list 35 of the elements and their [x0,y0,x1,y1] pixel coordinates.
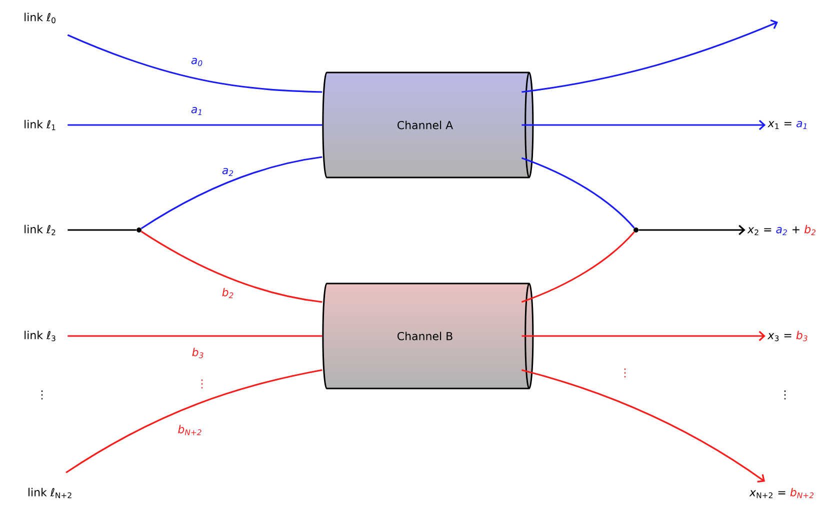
connector-line [68,229,136,231]
output-label: x$_{3}$ = b$_{3}$ [767,330,808,342]
edge-label: b$_{3}$ [192,348,204,358]
connector-line [140,230,322,303]
connector-line [68,335,322,337]
edge-label: b$_{2}$ [222,288,234,298]
link-label: link ℓ$_{3}$ [24,330,56,342]
connector-line [68,124,322,126]
ellipsis: ⋮ [201,380,203,388]
connector-line [67,34,322,93]
ellipsis: ⋮ [784,390,786,400]
arrow [522,330,766,342]
arrow [638,224,746,236]
output-label: x$_{1}$ = a$_{1}$ [768,121,806,129]
connector-line [521,232,635,303]
output-label: x$_{2}$ = a$_{2}$ + b$_{2}$ [747,224,816,236]
arrow [521,369,765,482]
edge-label: a$_{1}$ [191,107,202,115]
connector-line [521,157,635,228]
ellipsis: ⋮ [41,390,43,400]
connector-line [140,156,322,230]
edge-label: a$_{0}$ [191,58,202,66]
link-label: link ℓ$_{1}$ [24,120,56,130]
channel-cylinder: Channel A [322,72,534,178]
output-label: x$_{N+2}$ = b$_{N+2}$ [749,488,814,498]
link-label: link ℓ$_{0}$ [24,12,56,24]
arrow [522,20,778,93]
ellipsis: ⋮ [624,368,626,378]
link-label: link ℓ$_{N+2}$ [28,488,72,498]
arrow [522,120,766,130]
edge-label: b$_{N+2}$ [178,424,202,436]
link-label: link ℓ$_{2}$ [24,224,56,236]
connector-line [66,369,322,474]
channel-cylinder: Channel B [322,282,534,390]
edge-label: a$_{2}$ [222,168,234,176]
